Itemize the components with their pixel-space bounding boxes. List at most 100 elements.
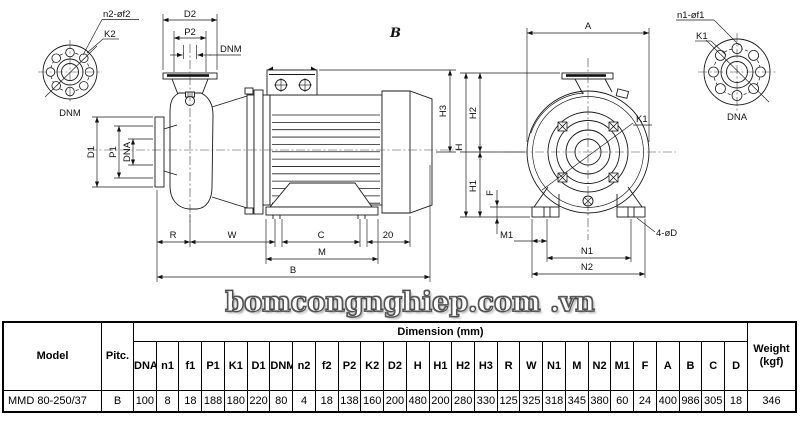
suction-boltcircle-label: K1 (696, 31, 708, 42)
suction-flange-view: n1-øf1 K1 DNA (676, 10, 776, 123)
dim-column-header: DNM (269, 340, 294, 391)
dim-value-cell: 125 (496, 389, 521, 413)
dim-m1-label: M1 (500, 230, 513, 241)
dim-column-header: M (564, 340, 589, 391)
dim-d1-label: D1 (86, 146, 97, 158)
dim-m-label: M (318, 247, 326, 258)
dim-value-cell: 380 (587, 389, 612, 413)
dim-value-cell: 986 (678, 389, 703, 413)
dim-column-header: R (496, 340, 521, 391)
dim-b-label: B (290, 265, 296, 276)
dim-value-cell: 325 (519, 389, 544, 413)
dim-column-header: D (724, 340, 748, 391)
dim-column-header: n1 (155, 340, 180, 391)
dim-column-header: F (633, 340, 657, 391)
dim-value-cell: 18 (724, 389, 748, 413)
dim-c-label: C (318, 230, 325, 241)
dim-value-cell: 138 (337, 389, 362, 413)
dimension-group-header: Dimension (mm) (133, 321, 748, 342)
suction-size-label: DNA (727, 112, 748, 123)
dim-column-header: DNA (133, 340, 157, 391)
dim-column-header: n2 (292, 340, 316, 391)
dim-column-header: K1 (223, 340, 248, 391)
dim-value-cell: 4 (292, 389, 316, 413)
weight-column-header: Weight (kgf) (747, 321, 797, 391)
dim-column-header: P2 (337, 340, 362, 391)
dim-column-header: f2 (314, 340, 339, 391)
dim-p1-label: P1 (108, 146, 119, 158)
dim-n2-label: N2 (581, 262, 593, 273)
dim-w-label: W (228, 230, 237, 241)
dim-n1-label: N1 (581, 246, 593, 257)
weight-label: Weight (753, 343, 790, 356)
pump-front-view: K1 A H H2 H1 (454, 21, 677, 278)
dim-value-cell: 8 (155, 389, 180, 413)
pitch-cell: B (101, 389, 134, 413)
discharge-holes-label: n2-øf2 (103, 9, 130, 20)
model-cell: MMD 80-250/37 (2, 389, 102, 413)
dim-column-header: A (655, 340, 680, 391)
dim-dnm-label: DNM (220, 44, 242, 55)
dim-value-cell: 180 (223, 389, 248, 413)
dim-value-cell: 24 (633, 389, 657, 413)
pitch-column-header: Pitc. (101, 321, 134, 391)
dim-value-cell: 100 (133, 389, 157, 413)
dim-dna-label: DNA (122, 141, 133, 162)
weight-unit-label: (kgf) (759, 356, 784, 369)
dim-value-cell: 60 (610, 389, 635, 413)
dim-column-header: H (405, 340, 430, 391)
dim-value-cell: 188 (201, 389, 225, 413)
dim-column-header: W (519, 340, 544, 391)
dim-column-header: H3 (474, 340, 498, 391)
dim-column-header: D1 (246, 340, 271, 391)
dim-value-cell: 480 (405, 389, 430, 413)
suction-holes-label: n1-øf1 (677, 10, 704, 21)
dim-value-cell: 18 (178, 389, 203, 413)
watermark: bomcongnghiep.com .vn (225, 286, 596, 318)
dim-h2-label: H2 (468, 107, 479, 119)
dim-column-header: N2 (587, 340, 612, 391)
dim-column-header: f1 (178, 340, 203, 391)
dim-column-header: P1 (201, 340, 225, 391)
dimension-letters-row: DNAn1f1P1K1D1DNMn2f2P2K2D2HH1H2H3RWN1MN2… (3, 340, 796, 391)
dim-column-header: B (678, 340, 703, 391)
dim-value-cell: 220 (246, 389, 271, 413)
pump-dimension-drawing: n2-øf2 K2 DNM D2 P2 D (38, 9, 776, 282)
dim-20-label: 20 (383, 230, 394, 241)
front-k1-label: K1 (636, 114, 648, 125)
dim-value-cell: 200 (383, 389, 407, 413)
dim-value-cell: 345 (564, 389, 589, 413)
dim-value-cell: 305 (701, 389, 726, 413)
dim-a-label: A (585, 21, 592, 32)
dim-r-label: R (170, 230, 177, 241)
dim-column-header: M1 (610, 340, 635, 391)
dim-column-header: K2 (360, 340, 385, 391)
dim-value-cell: 318 (542, 389, 566, 413)
dim-h1-label: H1 (468, 180, 479, 192)
dim-4od-label: 4-øD (656, 228, 677, 239)
discharge-size-label: DNM (59, 108, 81, 119)
dim-f-label: F (485, 190, 496, 196)
front-flange-bolts (557, 121, 619, 183)
dim-column-header: H1 (428, 340, 453, 391)
discharge-flange-view: n2-øf2 K2 DNM (38, 9, 139, 119)
dim-column-header: H2 (451, 340, 476, 391)
dim-value-cell: 280 (451, 389, 476, 413)
dim-column-header: C (701, 340, 726, 391)
dim-h3-label: H3 (438, 105, 449, 117)
model-column-header: Model (2, 321, 102, 391)
view-letter: B (389, 26, 401, 41)
dimension-table: Model Pitc. Dimension (mm) Weight (kgf) … (2, 321, 797, 413)
dim-value-cell: 200 (428, 389, 453, 413)
dim-value-cell: 80 (269, 389, 294, 413)
pump-side-view: D2 P2 DNM (86, 9, 462, 282)
dim-value-cell: 160 (360, 389, 385, 413)
discharge-boltcircle-label: K2 (104, 29, 116, 40)
dim-column-header: N1 (542, 340, 566, 391)
dim-value-cell: 330 (474, 389, 498, 413)
dim-d2-label: D2 (184, 9, 196, 20)
dim-column-header: D2 (383, 340, 407, 391)
dim-value-cell: 400 (655, 389, 680, 413)
